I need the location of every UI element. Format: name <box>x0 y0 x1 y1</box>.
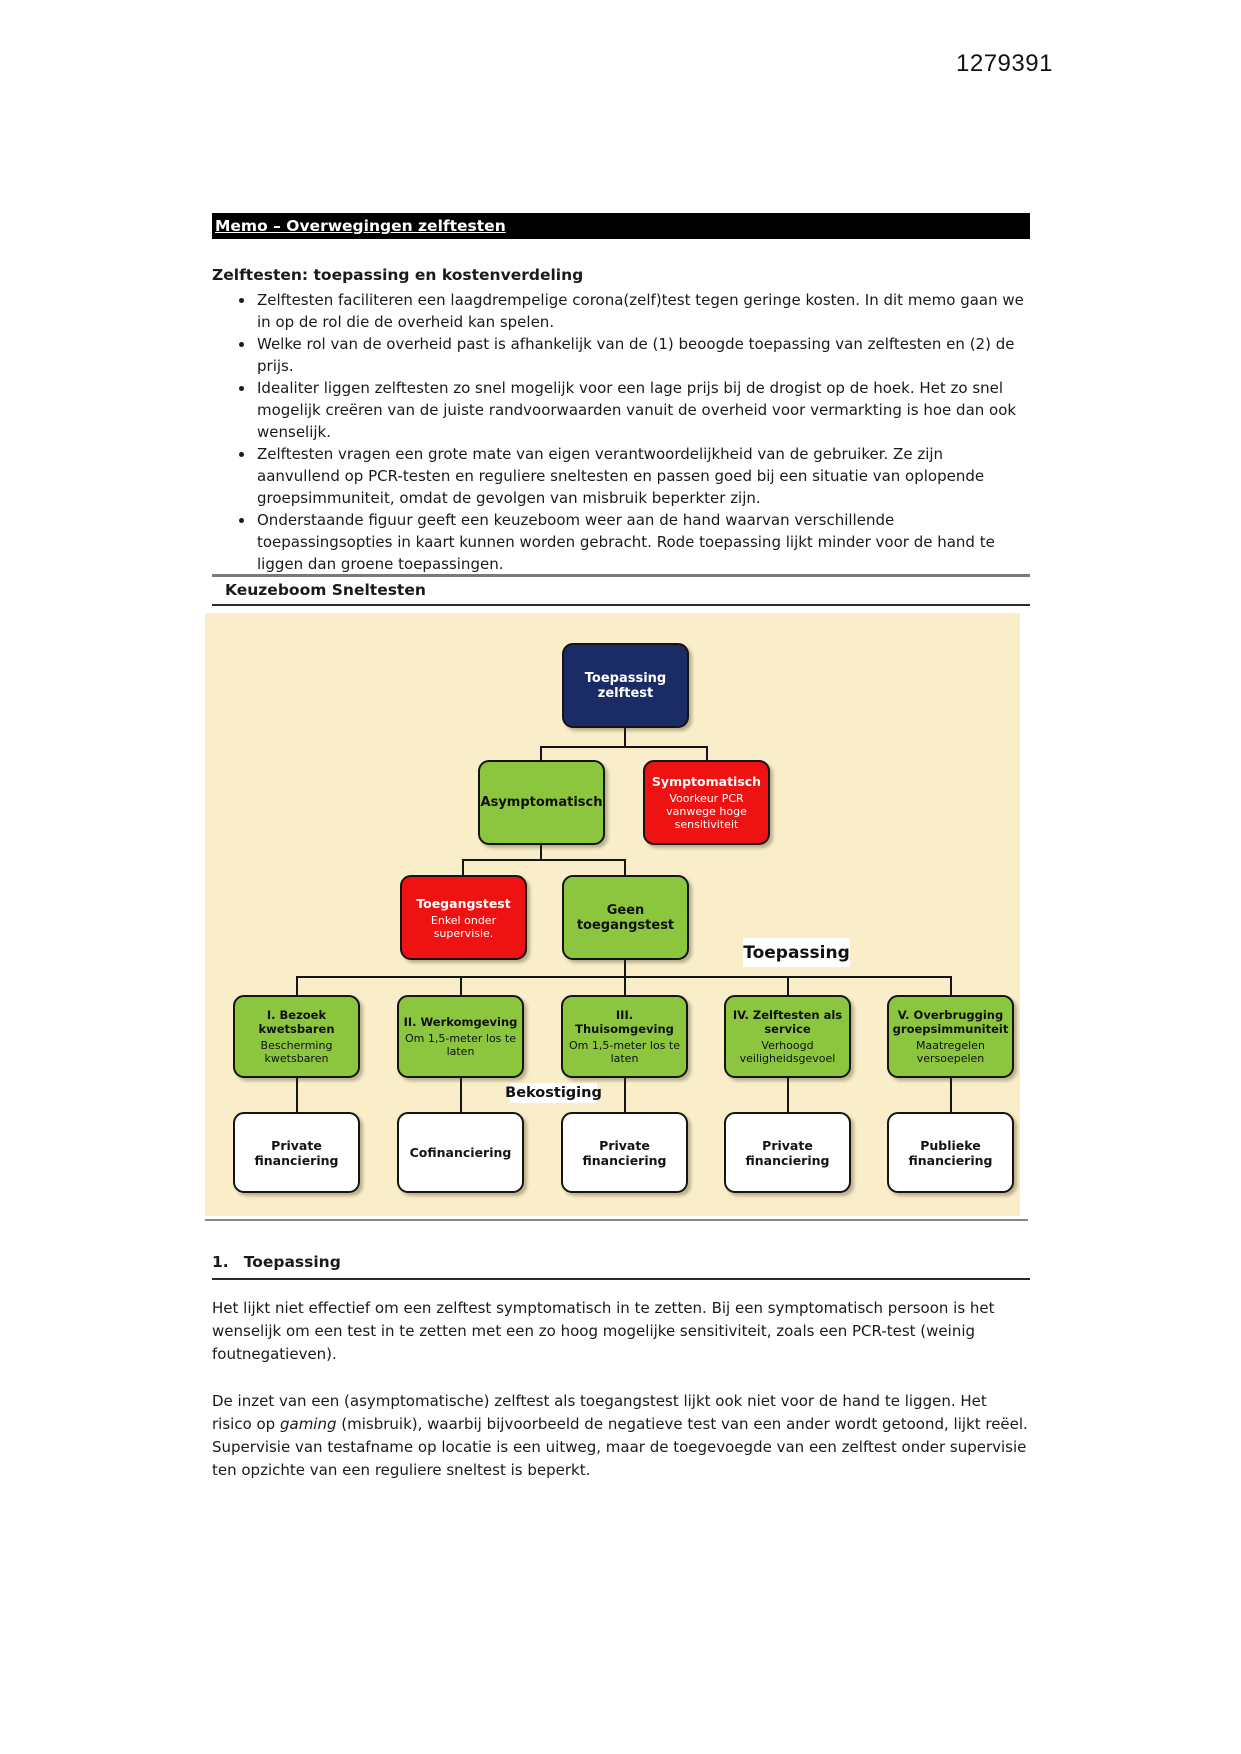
decision-tree: Toepassing zelftest Asymptomatisch Sympt… <box>205 613 1020 1216</box>
paragraph-text: De inzet van een (asymptomatische) zelft… <box>212 1392 987 1433</box>
connector <box>950 976 952 995</box>
connector <box>624 728 626 748</box>
node-geen-toegangstest: Geen toegangstest <box>562 875 689 960</box>
node-asymptomatisch: Asymptomatisch <box>478 760 605 845</box>
connector <box>541 746 708 748</box>
connector <box>787 976 789 995</box>
memo-title: Memo – Overwegingen zelftesten <box>215 217 506 235</box>
bullet-item: Zelftesten faciliteren een laagdrempelig… <box>255 289 1030 333</box>
node-subtitle: Enkel onder supervisie. <box>430 913 497 940</box>
node-symptomatisch: Symptomatisch Voorkeur PCR vanwege hoge … <box>643 760 770 845</box>
option-subtitle: Verhoogd veiligheidsgevoel <box>739 1039 836 1065</box>
page-number: 1279391 <box>956 50 1053 77</box>
connector <box>296 1078 298 1112</box>
figure-bottom-rule <box>205 1219 1028 1221</box>
connector <box>950 1078 952 1112</box>
connector <box>624 859 626 875</box>
intro-section: Zelftesten: toepassing en kostenverdelin… <box>212 266 1030 575</box>
connector <box>460 1078 462 1112</box>
bullet-item: Zelftesten vragen een grote mate van eig… <box>255 443 1030 509</box>
intro-heading: Zelftesten: toepassing en kostenverdelin… <box>212 266 584 284</box>
section-1: 1. Toepassing Het lijkt niet effectief om… <box>212 1253 1030 1482</box>
bullet-item: Welke rol van de overheid past is afhank… <box>255 333 1030 377</box>
paragraph-italic-text: gaming <box>279 1415 337 1433</box>
node-title: Toegangstest <box>416 895 511 911</box>
funding-label: Private financiering <box>254 1137 339 1168</box>
label-toepassing: Toepassing <box>743 938 850 967</box>
funding-box-2: Cofinanciering <box>397 1112 524 1193</box>
paragraph: De inzet van een (asymptomatische) zelft… <box>212 1390 1030 1482</box>
option-subtitle: Om 1,5-meter los te laten <box>404 1032 516 1058</box>
node-subtitle: Voorkeur PCR vanwege hoge sensitiviteit <box>666 792 747 831</box>
figure-section-header: Keuzeboom Sneltesten <box>212 574 1030 606</box>
bullet-item: Idealiter liggen zelftesten zo snel moge… <box>255 377 1030 443</box>
node-title: Symptomatisch <box>651 774 762 789</box>
funding-box-5: Publieke financiering <box>887 1112 1014 1193</box>
connector <box>462 859 464 875</box>
node-toegangstest: Toegangstest Enkel onder supervisie. <box>400 875 527 960</box>
connector <box>787 1078 789 1112</box>
option-subtitle: Om 1,5-meter los te laten <box>568 1039 680 1065</box>
bullet-list: Zelftesten faciliteren een laagdrempelig… <box>212 289 1030 575</box>
option-box-1: I. Bezoek kwetsbaren Bescherming kwetsba… <box>233 995 360 1078</box>
funding-label: Private financiering <box>582 1137 667 1168</box>
option-title: I. Bezoek kwetsbaren <box>258 1008 335 1036</box>
node-title: Geen toegangstest <box>576 902 675 933</box>
label-bekostiging: Bekostiging <box>505 1083 602 1103</box>
connector <box>624 1078 626 1112</box>
funding-box-3: Private financiering <box>561 1112 688 1193</box>
option-subtitle: Maatregelen versoepelen <box>916 1039 985 1065</box>
connector <box>540 845 542 861</box>
option-title: II. Werkomgeving <box>403 1015 518 1029</box>
node-toepassing-zelftest: Toepassing zelftest <box>562 643 689 728</box>
option-box-5: V. Overbrugging groepsimmuniteit Maatreg… <box>887 995 1014 1078</box>
paragraph-text: (misbruik), waarbij bijvoorbeeld de nega… <box>212 1415 1028 1479</box>
connector <box>540 746 542 760</box>
node-title: Asymptomatisch <box>480 795 603 810</box>
connector <box>460 976 462 995</box>
paragraph: Het lijkt niet effectief om een zelftest… <box>212 1299 995 1363</box>
option-box-3: III. Thuisomgeving Om 1,5-meter los te l… <box>561 995 688 1078</box>
option-title: V. Overbrugging groepsimmuniteit <box>892 1008 1009 1036</box>
connector <box>706 746 708 760</box>
section-number: 1. <box>212 1253 229 1271</box>
funding-label: Cofinanciering <box>409 1145 512 1160</box>
funding-label: Publieke financiering <box>908 1137 993 1168</box>
section-title: Toepassing <box>243 1253 341 1271</box>
connector <box>624 960 626 977</box>
funding-label: Private financiering <box>745 1137 830 1168</box>
funding-box-4: Private financiering <box>724 1112 851 1193</box>
connector <box>624 976 626 995</box>
connector <box>462 859 626 861</box>
node-title: Toepassing zelftest <box>584 670 667 701</box>
funding-box-1: Private financiering <box>233 1112 360 1193</box>
bullet-item: Onderstaande figuur geeft een keuzeboom … <box>255 509 1030 575</box>
section-1-heading: 1. Toepassing <box>212 1253 1030 1280</box>
option-title: IV. Zelftesten als service <box>732 1008 843 1036</box>
option-subtitle: Bescherming kwetsbaren <box>260 1039 333 1065</box>
option-title: III. Thuisomgeving <box>575 1008 674 1036</box>
option-box-4: IV. Zelftesten als service Verhoogd veil… <box>724 995 851 1078</box>
memo-title-bar: Memo – Overwegingen zelftesten <box>212 213 1030 239</box>
connector <box>296 976 298 995</box>
option-box-2: II. Werkomgeving Om 1,5-meter los te lat… <box>397 995 524 1078</box>
